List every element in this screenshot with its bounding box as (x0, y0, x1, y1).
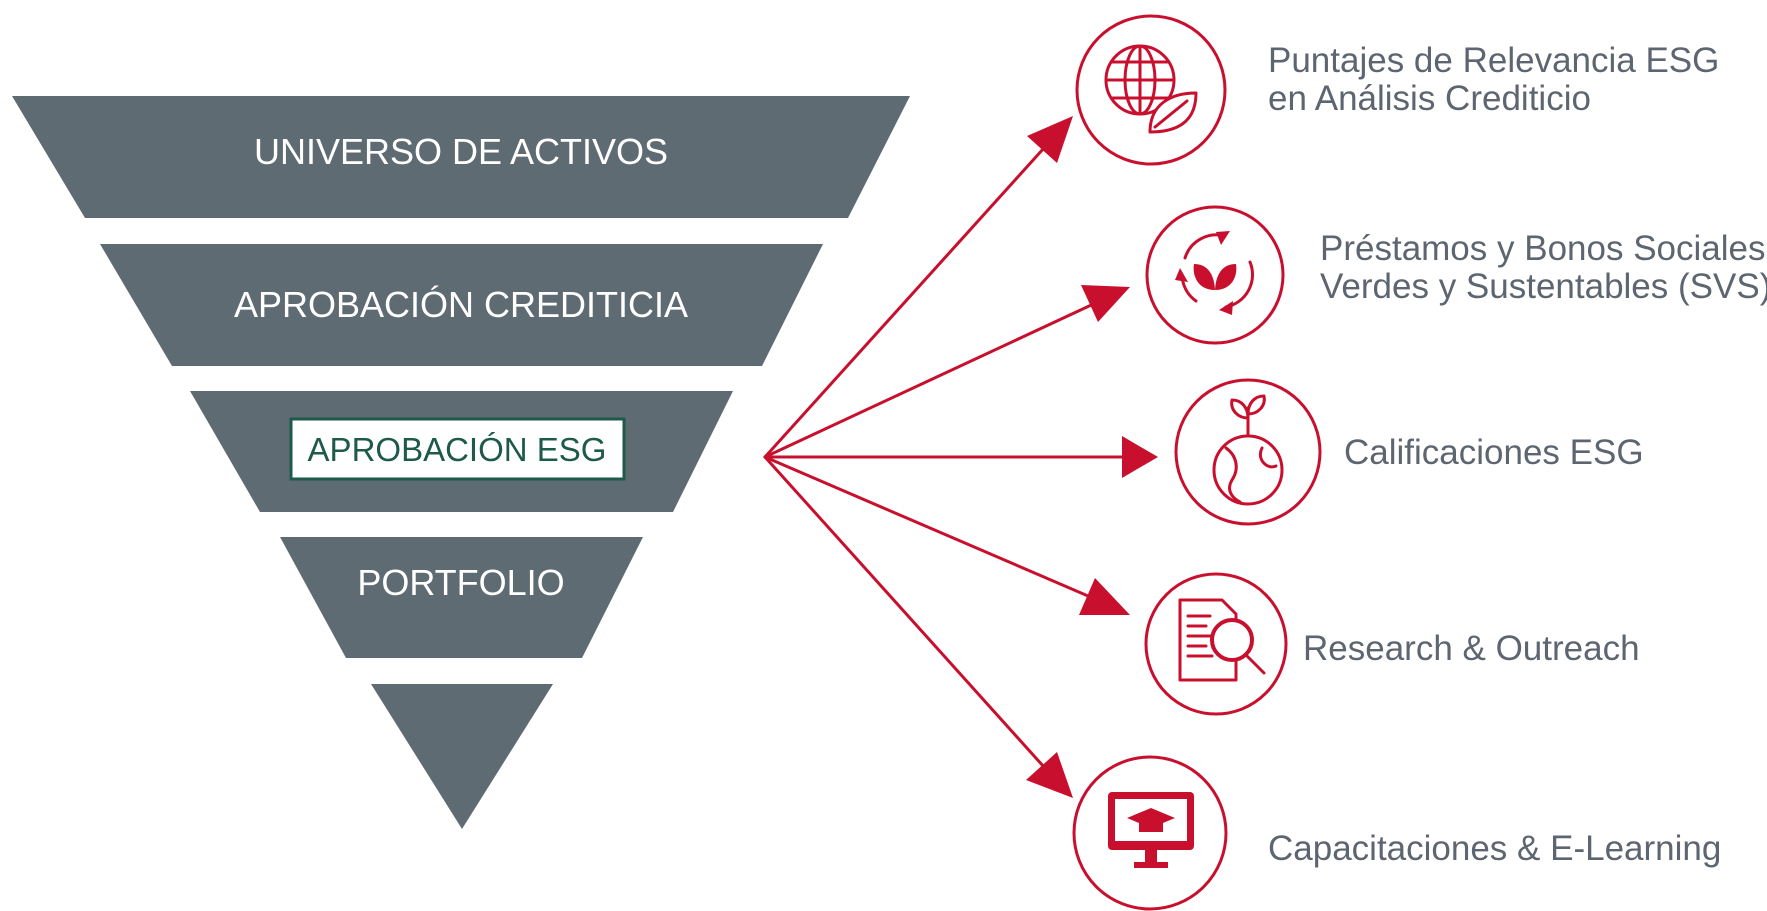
funnel-stage-2 (100, 244, 823, 366)
sprouting-earth-icon (1212, 394, 1284, 506)
outcome-5-circle (1072, 755, 1228, 911)
monitor-graduation-cap-icon (1108, 792, 1194, 868)
arrows (763, 116, 1158, 798)
funnel: UNIVERSO DE ACTIVOS APROBACIÓN CREDITICI… (12, 96, 910, 829)
outcome-2-text-line1: Préstamos y Bonos Sociales, (1320, 229, 1767, 268)
outcome-3-text: Calificaciones ESG (1344, 433, 1644, 472)
funnel-stage-4 (280, 537, 643, 658)
outcome-2-text-line2: Verdes y Sustentables (SVS) (1320, 267, 1767, 306)
outcome-3: Calificaciones ESG (1174, 378, 1644, 526)
arrow-5-head (1026, 752, 1073, 798)
outcome-4-text: Research & Outreach (1303, 629, 1640, 668)
arrow-1-line (763, 136, 1055, 459)
funnel-stage-3-highlight-box (289, 417, 626, 481)
arrow-4-head (1079, 578, 1130, 615)
funnel-stage-2-label: APROBACIÓN CREDITICIA (234, 284, 688, 325)
document-magnifier-icon (1178, 598, 1266, 682)
outcome-2-circle (1145, 205, 1285, 345)
outcome-1: Puntajes de Relevancia ESG en Análisis C… (1075, 14, 1719, 166)
outcome-1-text-line2: en Análisis Crediticio (1268, 79, 1591, 118)
outcome-1-circle (1075, 14, 1227, 166)
funnel-stage-4-label: PORTFOLIO (357, 562, 564, 603)
funnel-stage-1 (12, 96, 910, 218)
recycle-leaf-icon (1175, 231, 1255, 315)
outcome-1-text-line1: Puntajes de Relevancia ESG (1268, 41, 1719, 80)
outcome-5: Capacitaciones & E-Learning (1072, 755, 1721, 911)
arrow-3-head (1122, 436, 1158, 478)
funnel-stage-1-label: UNIVERSO DE ACTIVOS (254, 131, 668, 172)
arrow-1-head (1027, 116, 1073, 163)
arrow-2-head (1081, 285, 1130, 322)
funnel-stage-3-label: APROBACIÓN ESG (308, 431, 607, 468)
arrow-4-line (763, 455, 1104, 604)
globe-leaf-icon (1104, 44, 1198, 134)
outcome-4: Research & Outreach (1144, 572, 1640, 716)
arrow-5-line (763, 455, 1055, 779)
outcome-3-circle (1174, 378, 1322, 526)
outcome-2: Préstamos y Bonos Sociales, Verdes y Sus… (1145, 205, 1767, 345)
arrow-2-line (763, 298, 1104, 459)
funnel-tip (371, 684, 553, 829)
outcome-4-circle (1144, 572, 1288, 716)
outcome-5-text: Capacitaciones & E-Learning (1268, 829, 1721, 868)
